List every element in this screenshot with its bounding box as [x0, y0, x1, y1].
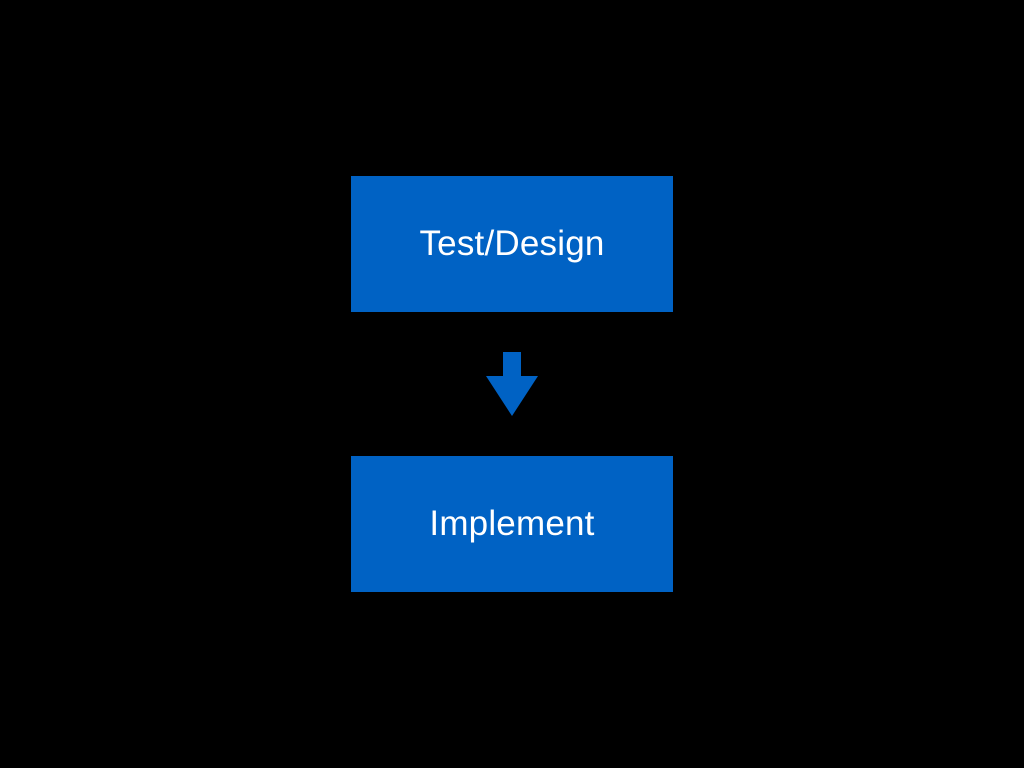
- node-test-design: Test/Design: [351, 176, 673, 312]
- node-label-test-design: Test/Design: [419, 224, 605, 263]
- node-label-implement: Implement: [429, 504, 595, 543]
- node-implement: Implement: [351, 456, 673, 592]
- arrow-down-icon: [486, 352, 538, 416]
